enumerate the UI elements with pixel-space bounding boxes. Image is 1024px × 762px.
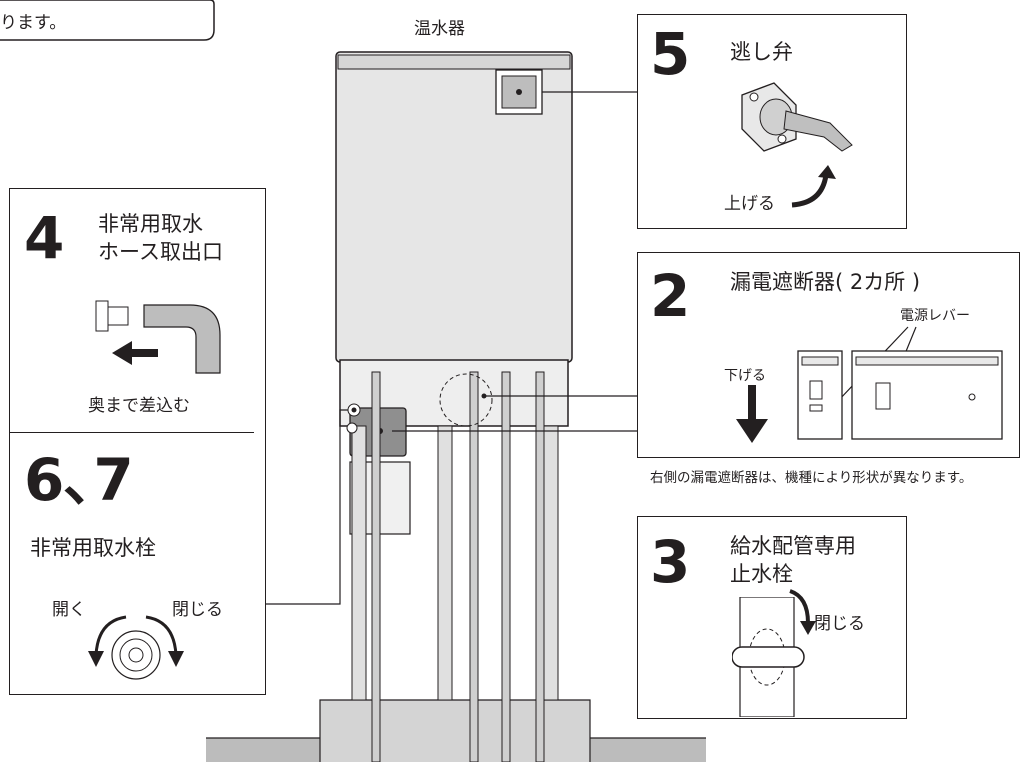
panel-emergency-water: 4 非常用取水 ホース取出口 奥まで差込む 6､7 非常用取水栓 開く 閉じる (9, 188, 266, 695)
panel-stop-valve: 3 給水配管専用 止水栓 閉じる (637, 516, 907, 719)
power-lever-label: 電源レバー (900, 308, 970, 324)
raise-arrow-icon (791, 165, 836, 208)
emergency-tap-title: 非常用取水栓 (30, 536, 156, 560)
panel-divider (10, 432, 254, 433)
step-number-3: 3 (650, 528, 691, 596)
hose-outlet-title-line1: 非常用取水 (98, 212, 203, 236)
panel-leakage-breaker: 2 漏電遮断器( 2カ所 ) 電源レバー 下げる (637, 252, 1020, 458)
step-number-6-7: 6､7 (24, 446, 134, 514)
stop-valve-title-line1: 給水配管専用 (730, 534, 856, 558)
breaker-title: 漏電遮断器( 2カ所 ) (730, 270, 921, 294)
close-arrow-icon (789, 589, 816, 635)
close-label: 閉じる (172, 600, 223, 620)
callout-box (0, 0, 215, 41)
lower-arrow-icon (736, 385, 768, 443)
step-number-4: 4 (24, 204, 65, 272)
breaker-action: 下げる (724, 368, 766, 384)
hose-outlet-action: 奥まで差込む (88, 396, 190, 416)
stop-valve-icon (732, 597, 805, 717)
relief-valve-action: 上げる (724, 194, 775, 214)
water-heater (335, 51, 573, 762)
callout-text: ります。 (0, 13, 67, 33)
heater-label: 温水器 (414, 19, 465, 39)
breaker-note: 右側の漏電遮断器は、機種により形状が異なります。 (650, 470, 973, 486)
relief-valve-title: 逃し弁 (730, 40, 793, 64)
relief-valve-icon (741, 82, 853, 152)
step-number-2: 2 (650, 262, 691, 330)
panel-relief-valve: 5 逃し弁 上げる (637, 14, 907, 229)
breaker-units-icon (797, 326, 1003, 440)
leader-lines (266, 91, 637, 605)
hose-insert-icon (95, 300, 221, 374)
stop-valve-action: 閉じる (814, 614, 865, 634)
hose-outlet-title-line2: ホース取出口 (98, 240, 223, 264)
open-label: 開く (52, 600, 86, 620)
step-number-5: 5 (650, 20, 691, 88)
tap-handle-icon (88, 615, 184, 680)
stop-valve-title-line2: 止水栓 (730, 562, 793, 586)
foundation (206, 699, 706, 762)
